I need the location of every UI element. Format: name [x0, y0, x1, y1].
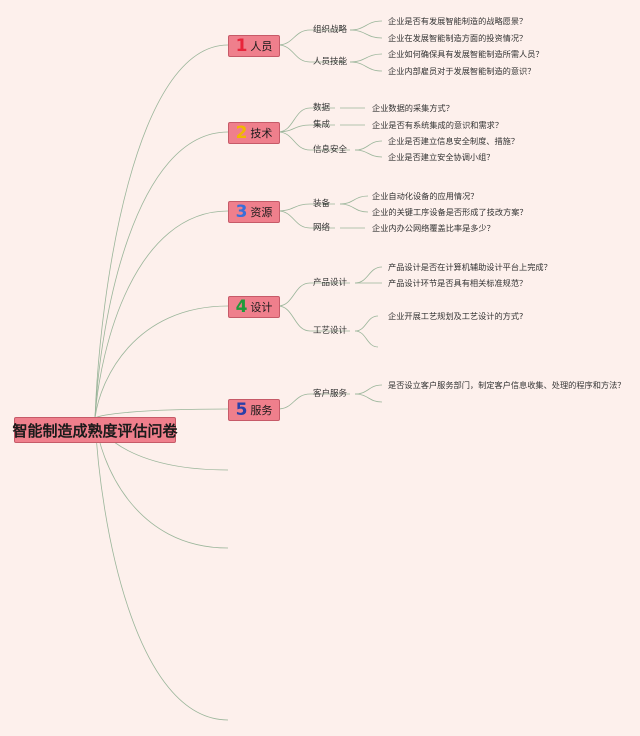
category-sub-line: [277, 210, 311, 229]
question-line: [349, 29, 383, 39]
sub-topic-node[interactable]: 产品设计: [313, 278, 348, 288]
root-branch-line: [94, 210, 229, 419]
root-branch-line: [94, 44, 229, 419]
question-line: [349, 53, 383, 63]
root-branch-line: [94, 305, 229, 419]
category-sub-line: [277, 44, 311, 63]
question-line: [354, 393, 383, 403]
question-item[interactable]: 企业在发展智能制造方面的投资情况？: [388, 33, 528, 43]
category-number: 2: [235, 122, 248, 143]
category-node-technology[interactable]: 2 技术: [228, 122, 280, 144]
sub-topic-node[interactable]: 客户服务: [313, 389, 348, 399]
question-line: [354, 140, 383, 151]
category-number: 4: [235, 296, 248, 317]
root-branch-line: [94, 408, 229, 419]
sub-topic-node[interactable]: 装备: [313, 199, 331, 209]
sub-topic-node[interactable]: 组织战略: [313, 25, 348, 35]
question-item[interactable]: 企业自动化设备的应用情况？: [372, 191, 479, 201]
sub-topic-node[interactable]: 信息安全: [313, 145, 348, 155]
root-branch-line: [94, 131, 229, 419]
root-branch-line: [94, 417, 229, 721]
category-sub-line: [277, 203, 311, 212]
question-item[interactable]: 企业的关键工序设备是否形成了技改方案？: [372, 207, 528, 217]
sub-topic-node[interactable]: 人员技能: [313, 57, 348, 67]
category-sub-line: [277, 29, 311, 46]
sub-topic-node[interactable]: 集成: [313, 120, 331, 130]
question-item[interactable]: 产品设计是否在计算机辅助设计平台上完成？: [388, 262, 552, 272]
category-sub-line: [277, 393, 311, 410]
category-node-service[interactable]: 5 服务: [228, 399, 280, 421]
category-label: 人员: [250, 40, 273, 53]
root-node[interactable]: 智能制造成熟度评估问卷: [12, 417, 178, 443]
question-item[interactable]: 企业是否有系统集成的意识和需求？: [372, 120, 504, 130]
root-title: 智能制造成熟度评估问卷: [12, 421, 178, 440]
question-line: [339, 203, 369, 213]
question-item[interactable]: 企业数据的采集方式？: [372, 103, 454, 113]
sub-topic-node[interactable]: 工艺设计: [313, 326, 348, 336]
category-sub-line: [277, 305, 311, 332]
category-number: 3: [235, 201, 248, 222]
category-sub-line: [277, 124, 311, 133]
question-item[interactable]: 企业内部雇员对于发展智能制造的意识？: [388, 66, 536, 76]
question-line: [354, 266, 383, 284]
question-item[interactable]: 企业如何确保具有发展智能制造所需人员？: [388, 49, 544, 59]
question-line: [354, 384, 383, 395]
question-line: [354, 330, 379, 348]
category-node-personnel[interactable]: 1 人员: [228, 35, 280, 57]
question-item[interactable]: 是否设立客户服务部门，制定客户信息收集、处理的程序和方法？: [388, 380, 626, 390]
question-item[interactable]: 企业内办公网络覆盖比率是多少？: [372, 223, 495, 233]
question-item[interactable]: 企业是否建立安全协调小组？: [388, 152, 495, 162]
category-sub-line: [277, 107, 311, 133]
sub-topic-node[interactable]: 数据: [313, 103, 331, 113]
question-line: [339, 195, 369, 205]
category-label: 技术: [250, 127, 273, 140]
category-node-design[interactable]: 4 设计: [228, 296, 280, 318]
category-sub-line: [277, 131, 311, 151]
question-line: [349, 61, 383, 72]
question-item[interactable]: 企业是否建立信息安全制度、措施？: [388, 136, 520, 146]
category-sub-line: [277, 282, 311, 307]
question-line: [354, 149, 383, 158]
question-item[interactable]: 产品设计环节是否具有相关标准规范？: [388, 278, 528, 288]
question-line: [354, 315, 379, 332]
question-line: [349, 20, 383, 31]
sub-topic-node[interactable]: 网络: [313, 223, 331, 233]
category-number: 1: [235, 35, 248, 56]
question-item[interactable]: 企业开展工艺规划及工艺设计的方式?: [388, 311, 524, 321]
category-label: 服务: [250, 404, 273, 417]
category-number: 5: [235, 399, 248, 420]
question-item[interactable]: 企业是否有发展智能制造的战略愿景？: [388, 16, 528, 26]
category-label: 资源: [250, 206, 273, 219]
category-node-resources[interactable]: 3 资源: [228, 201, 280, 223]
category-label: 设计: [250, 301, 273, 314]
